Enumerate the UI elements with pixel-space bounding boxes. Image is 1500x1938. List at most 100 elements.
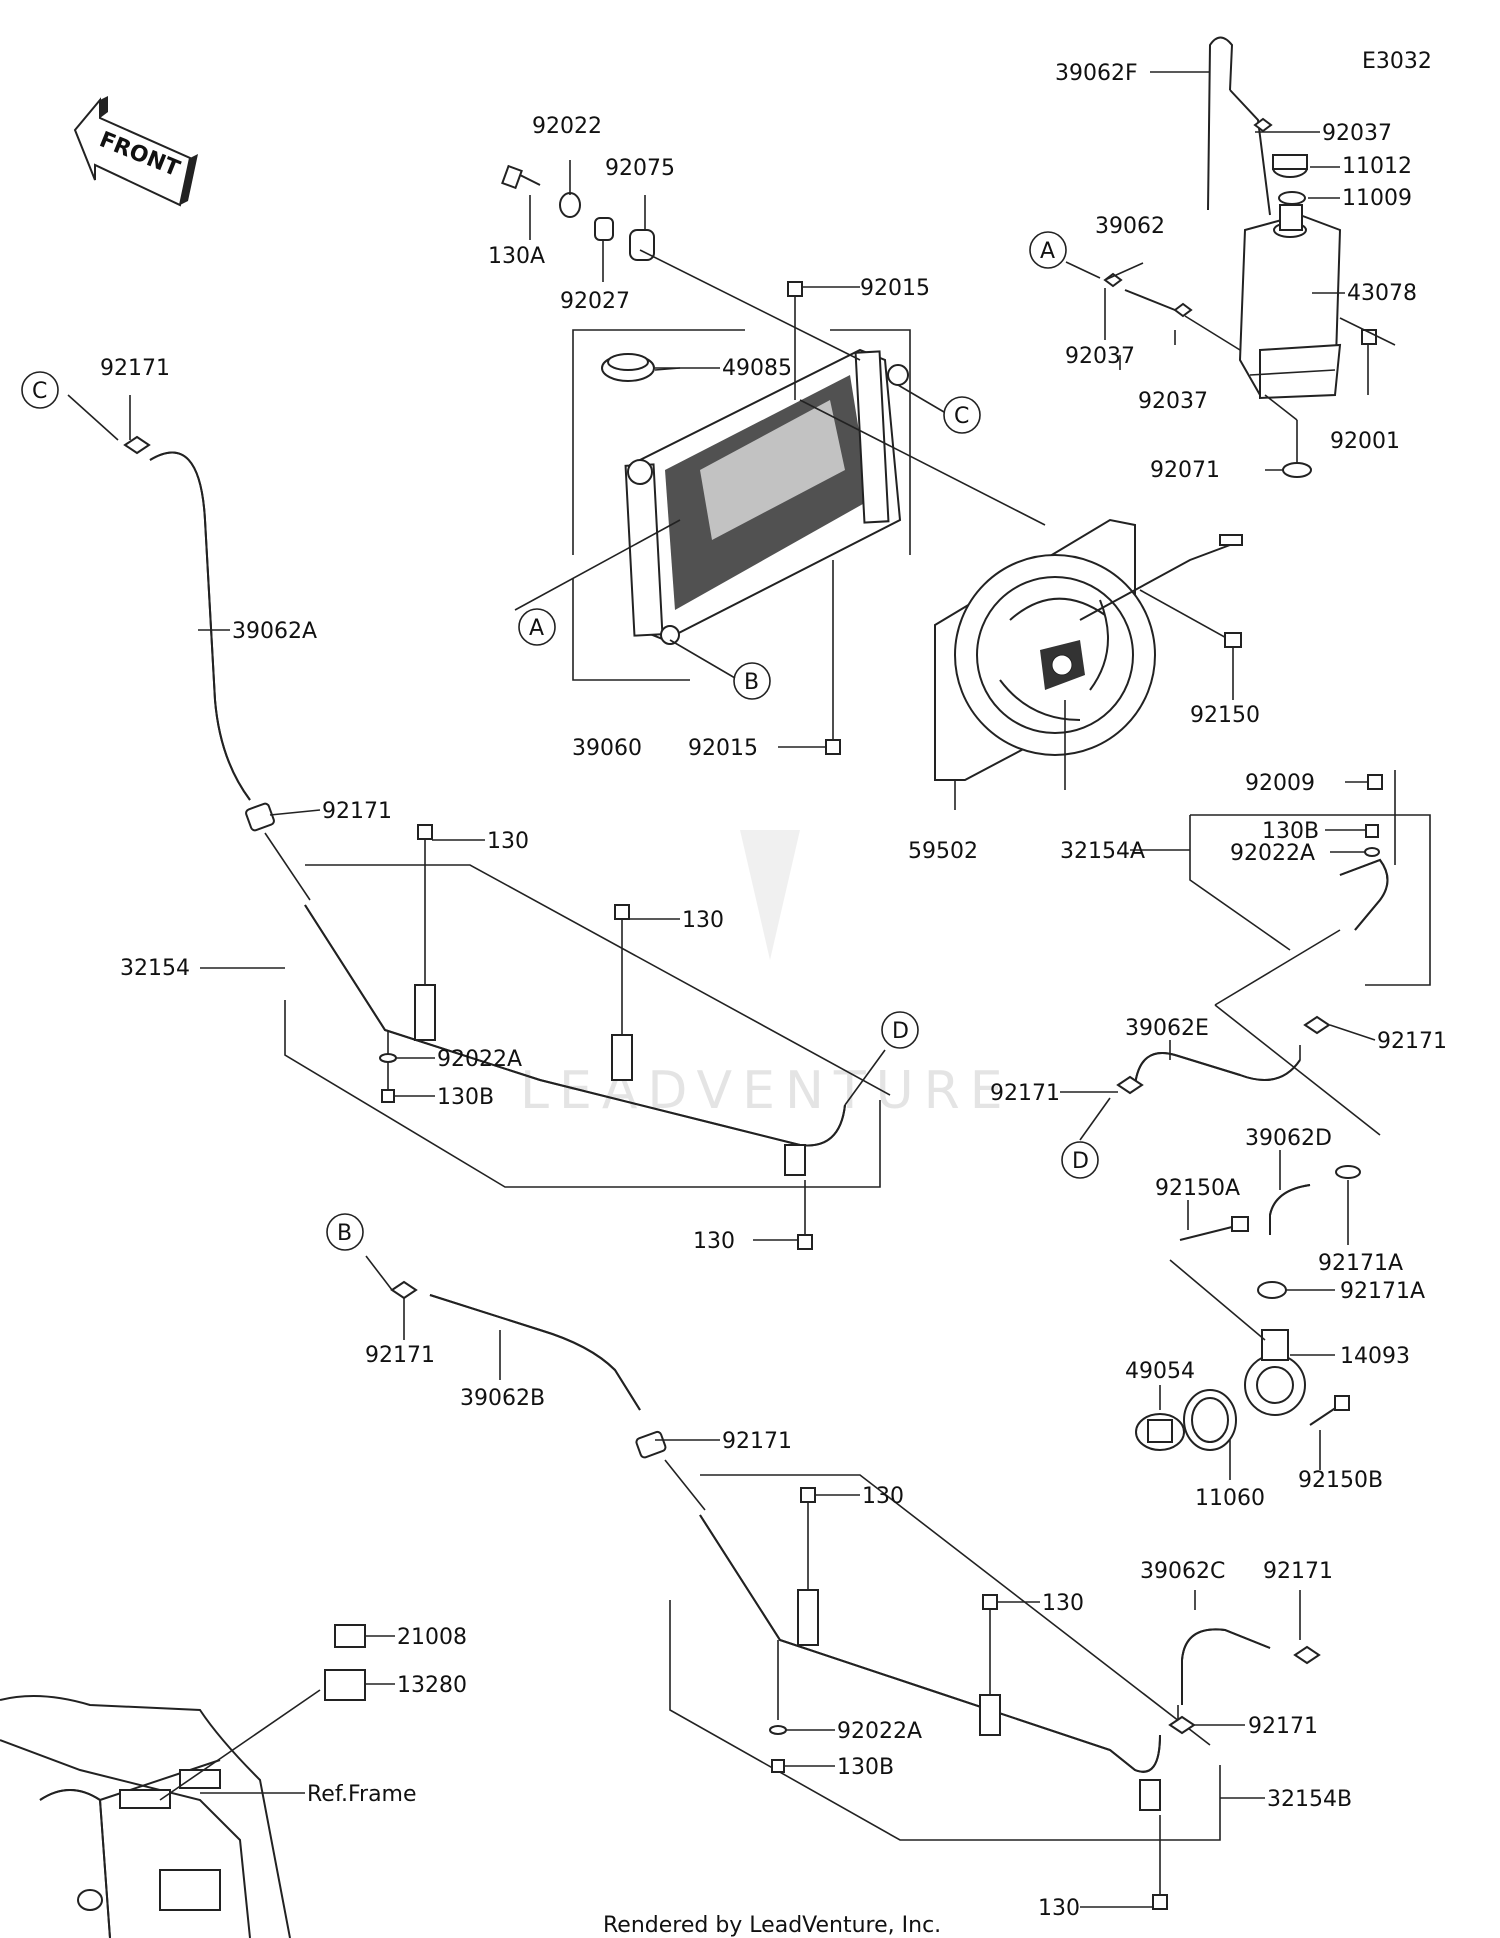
bolt-130-d [800,1487,816,1503]
label-39062f: 39062F [1055,61,1138,86]
clamp-92171-d [1303,1015,1331,1035]
callout-d-pipe: D [881,1011,919,1049]
pipe-32154b [699,1514,1161,1811]
diagram-code: E3032 [1362,49,1432,74]
svg-text:B: B [337,1221,352,1246]
label-130-c: 130 [693,1229,735,1254]
pipe-32154 [304,904,846,1176]
svg-text:A: A [529,616,544,641]
thermostat-housing-14093 [1244,1329,1306,1416]
hose-39062a [149,451,251,801]
bolt-130-b [614,904,630,920]
clamp-92037-right [1173,302,1193,318]
bracket-13280 [324,1669,366,1701]
hose-39062d [1269,1184,1311,1235]
watermark-text: LEADVENTURE [520,1061,1013,1121]
gasket-11009 [1278,191,1306,205]
bolt-130-a [417,824,433,840]
label-92009: 92009 [1245,771,1315,796]
footer-credit: Rendered by LeadVenture, Inc. [603,1913,941,1938]
label-92027: 92027 [560,289,630,314]
clamp-92171-a2 [245,802,275,832]
clamp-92171-c [123,435,151,455]
label-130b-a: 130B [437,1085,494,1110]
pipe-32154a [1339,858,1389,931]
callout-b-radiator: B [733,662,771,700]
washer-92022a-a [379,1053,397,1063]
svg-text:B: B [744,670,759,695]
label-92001: 92001 [1330,429,1400,454]
hose-39062c [1181,1628,1271,1705]
label-92171-f: 92171 [722,1429,792,1454]
label-130-b: 130 [682,908,724,933]
label-92171-d: 92171 [1377,1029,1447,1054]
label-39062a: 39062A [232,619,317,644]
radiator-cap-49085 [601,353,655,382]
washer-92022a-c [769,1725,787,1735]
tube-39062 [1124,289,1176,311]
bolt-130b-b [1365,824,1379,838]
svg-text:C: C [32,379,47,404]
switch-21008 [334,1624,366,1648]
clamp-92171-e [1116,1075,1144,1095]
label-92022a-c: 92022A [837,1719,922,1744]
part-labels: 39062F 92037 11012 11009 43078 39062 920… [100,61,1447,1921]
grommet-92071 [1282,462,1312,478]
gasket-11060 [1183,1389,1237,1451]
reservoir-tank-43078 [1238,204,1342,400]
bolt-92150a [1179,1216,1249,1241]
label-11060: 11060 [1195,1486,1265,1511]
clamp-92171a-bottom [1257,1281,1287,1299]
label-13280: 13280 [397,1673,467,1698]
bolt-130-e [982,1594,998,1610]
hose-39062b [429,1294,641,1411]
grommet-92075 [629,229,655,261]
label-92022: 92022 [532,114,602,139]
svg-text:D: D [892,1019,909,1044]
label-32154b: 32154B [1267,1787,1352,1812]
clamp-92037-left [1103,272,1123,288]
label-39062d: 39062D [1245,1126,1332,1151]
clamp-92171-b [390,1280,418,1300]
nut-92015-bottom [825,739,841,755]
radiator-39060 [624,348,909,645]
clamp-92037-top [1253,117,1273,133]
callout-a-radiator: A [518,608,556,646]
reservoir-cap-11012 [1272,154,1308,178]
label-92171-g: 92171 [1263,1559,1333,1584]
label-11009: 11009 [1342,186,1412,211]
label-92150b: 92150B [1298,1468,1383,1493]
label-32154: 32154 [120,956,190,981]
label-92022a-a: 92022A [437,1047,522,1072]
label-49085: 49085 [722,356,792,381]
label-14093: 14093 [1340,1344,1410,1369]
label-92015-bottom: 92015 [688,736,758,761]
callout-b-hose: B [326,1213,364,1251]
label-92171-b: 92171 [365,1343,435,1368]
svg-text:D: D [1072,1149,1089,1174]
clamp-92171a-top [1335,1165,1361,1179]
washer-92022a-b [1364,847,1380,857]
label-92171-a2: 92171 [322,799,392,824]
label-130b-c: 130B [837,1755,894,1780]
bolt-92150 [1224,632,1242,700]
label-39062c: 39062C [1140,1559,1225,1584]
bolt-92150b [1309,1395,1350,1426]
label-11012: 11012 [1342,154,1412,179]
label-130-d: 130 [862,1484,904,1509]
bolt-130-f [1152,1894,1168,1910]
nut-92015-top [787,281,803,297]
callout-d-hose: D [1061,1141,1099,1179]
thermostat-49054 [1135,1413,1185,1451]
collar-92027 [594,217,614,241]
svg-text:C: C [954,404,969,429]
label-92150: 92150 [1190,703,1260,728]
label-130a: 130A [488,244,545,269]
frame-ref [0,1695,291,1938]
label-92022a-b: 92022A [1230,841,1315,866]
label-39062b: 39062B [460,1386,545,1411]
label-92171-h: 92171 [1248,1714,1318,1739]
bolt-92009 [1367,774,1383,790]
watermark: LEADVENTURE [520,830,1013,1121]
